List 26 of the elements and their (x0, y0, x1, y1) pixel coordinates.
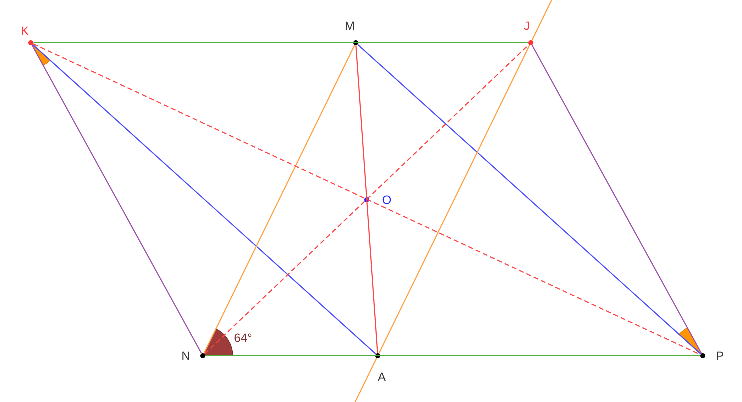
line-segment (356, 46, 378, 354)
node-label: M (346, 22, 354, 30)
line-segment (32, 45, 202, 354)
node-label: J (524, 22, 530, 30)
point: K (22, 26, 34, 46)
line-segment (358, 44, 702, 355)
line-segment (204, 45, 356, 354)
node-label: K (22, 26, 29, 36)
point: A (376, 354, 386, 382)
line-segment (33, 44, 701, 356)
node-label: O (382, 196, 392, 204)
line-segment (532, 45, 702, 354)
point: P (700, 352, 724, 360)
line-segment (206, 355, 700, 357)
line-segment (32, 44, 376, 355)
point: J (524, 22, 534, 46)
line-segment (378, 45, 530, 354)
line-segment (204, 44, 530, 355)
line-segment (34, 42, 528, 44)
point: N (182, 352, 206, 360)
point: O (364, 196, 392, 204)
node-label: N (182, 352, 190, 360)
point: M (346, 22, 358, 46)
node-label: A (378, 372, 386, 382)
node-label: P (716, 352, 724, 360)
angle-label: 64° (234, 334, 252, 342)
